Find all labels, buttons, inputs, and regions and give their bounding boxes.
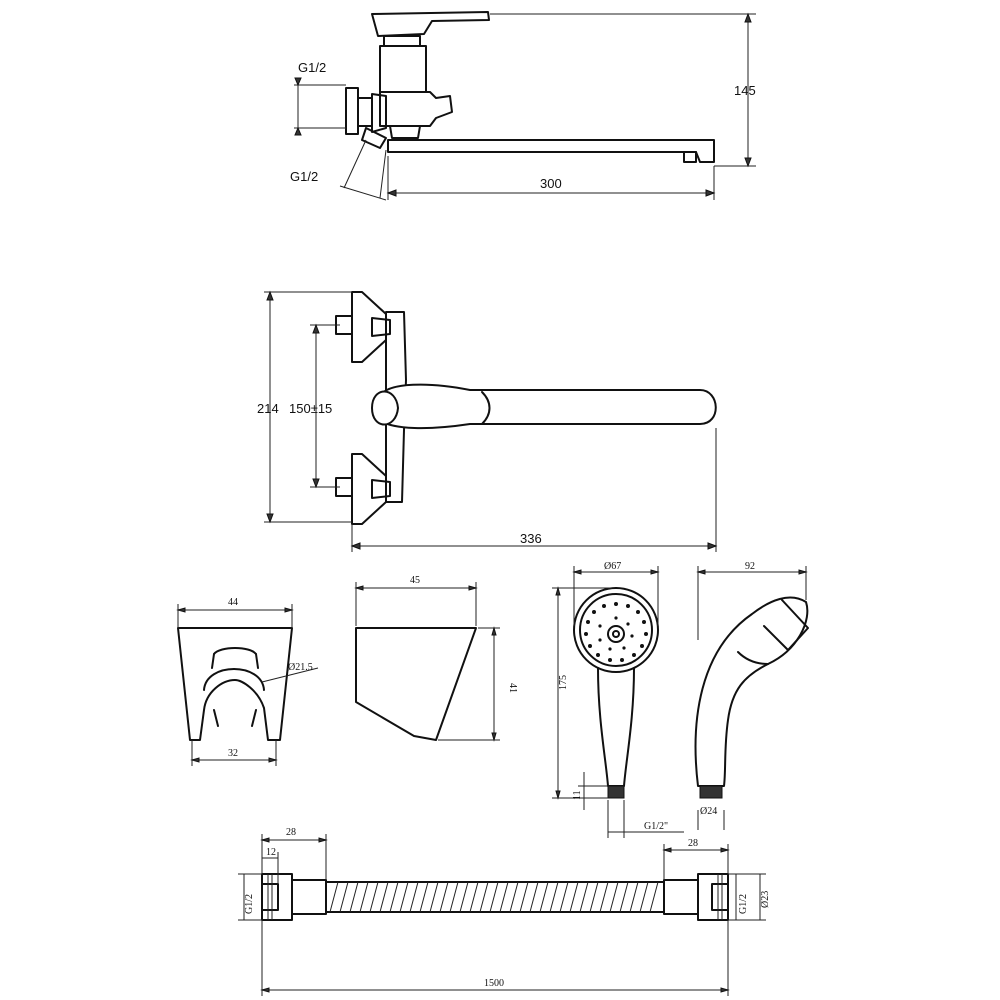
hose-thread-left-label: G1/2 (244, 894, 255, 914)
hose-nut-length-right-label: 28 (688, 838, 698, 849)
hose-diameter-label: Ø23 (760, 891, 771, 908)
bracket-width-label: 45 (410, 575, 420, 586)
shower-thread-length-label: 11 (572, 790, 583, 800)
holder-dimensions (176, 604, 319, 766)
holder-diameter-label: Ø21.5 (288, 662, 313, 673)
bracket-height-label: 41 (507, 683, 518, 693)
hose-length-label: 1500 (484, 978, 504, 989)
side-height-label: 145 (734, 83, 756, 98)
hose-nut-length-left-label: 28 (286, 827, 296, 838)
top-view-dimensions (264, 290, 718, 552)
top-total-length-label: 336 (520, 531, 542, 546)
faucet-side-view (345, 11, 715, 163)
holder-bottom-width-label: 32 (228, 748, 238, 759)
shower-diameter-label: Ø67 (604, 561, 621, 572)
hose-dimensions (238, 834, 766, 996)
shower-hose (261, 873, 729, 921)
wall-bracket (355, 627, 477, 741)
holder-width-label: 44 (228, 597, 238, 608)
side-inlet-bottom-label: G1/2 (290, 169, 318, 184)
side-inlet-top-label: G1/2 (298, 60, 326, 75)
side-spout-length-label: 300 (540, 176, 562, 191)
top-centre-distance-label: 150±15 (289, 401, 332, 416)
nozzle-ring (584, 602, 648, 662)
shower-head-side (694, 596, 809, 799)
shower-side-diameter-label: Ø24 (700, 806, 717, 817)
faucet-top-view (335, 291, 717, 525)
top-total-width-label: 214 (257, 401, 279, 416)
shower-head-front (573, 587, 659, 799)
side-view-dimensions (294, 12, 756, 201)
shower-head-dimensions (552, 566, 684, 838)
shower-thread-label: G1/2" (644, 821, 668, 832)
hose-thread-length-label: 12 (266, 847, 276, 858)
shower-length-label: 175 (558, 675, 569, 690)
hose-thread-right-label: G1/2 (738, 894, 749, 914)
shower-holder (177, 627, 293, 741)
shower-side-depth-label: 92 (745, 561, 755, 572)
shower-side-dimensions (696, 566, 808, 830)
bracket-dimensions (354, 582, 500, 742)
